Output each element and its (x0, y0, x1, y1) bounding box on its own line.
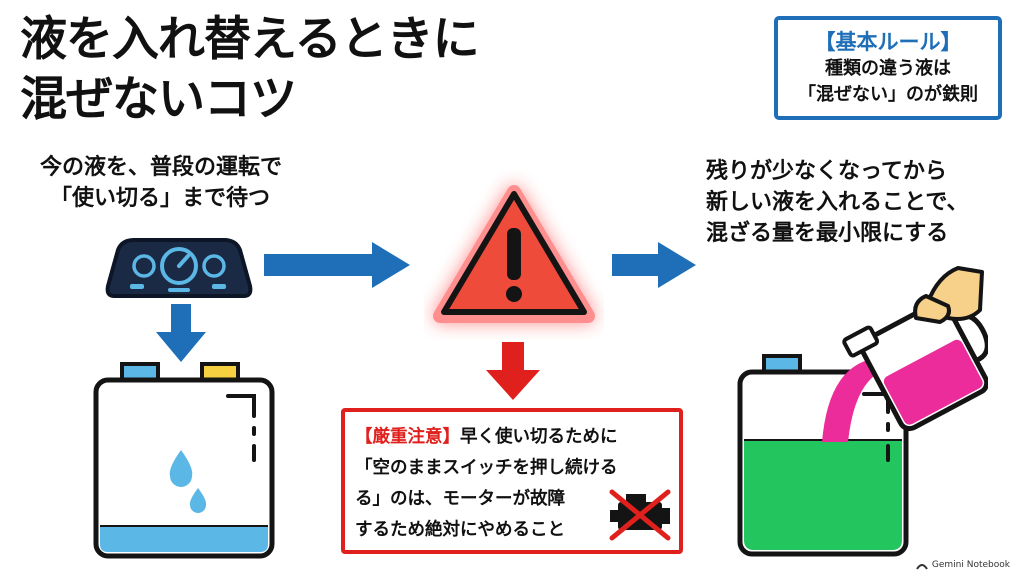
warning-label: 【厳重注意】 (355, 427, 460, 447)
water-drop-icon (189, 488, 207, 513)
arrow-right-icon (612, 242, 696, 288)
title-line-1: 液を入れ替えるときに (20, 12, 480, 67)
motor-crossed-icon (609, 489, 671, 541)
footer-brand-text: Gemini Notebook (931, 560, 1010, 570)
basic-rule-line-1: 種類の違う液は (825, 58, 951, 79)
basic-rule-line-2: 「混ぜない」のが鉄則 (798, 84, 978, 105)
warning-line-1: 早く使い切るために (460, 427, 618, 447)
arrow-down-icon (156, 304, 206, 362)
warning-line-4: するため絶対にやめること (355, 520, 565, 540)
basic-rule-heading: 【基本ルール】 (814, 30, 962, 54)
dashboard-gauge-icon (105, 238, 253, 298)
step1-line-1: 今の液を、普段の運転で (40, 155, 283, 180)
step3-line-2: 新しい液を入れることで、 (706, 190, 969, 215)
arrow-down-icon (486, 342, 540, 400)
step3-text: 残りが少なくなってから 新しい液を入れることで、 混ざる量を最小限にする (706, 156, 1006, 249)
warning-box: 【厳重注意】早く使い切るために 「空のままスイッチを押し続ける る」のは、モータ… (341, 408, 683, 554)
page-title: 液を入れ替えるときに 混ぜないコツ (20, 10, 620, 130)
water-drop-icon (169, 450, 193, 487)
basic-rule-box: 【基本ルール】 種類の違う液は 「混ぜない」のが鉄則 (774, 16, 1002, 120)
notebook-logo-icon (916, 563, 928, 570)
tank-icon (737, 354, 909, 557)
step3-line-3: 混ざる量を最小限にする (706, 221, 949, 246)
warning-line-2: 「空のままスイッチを押し続ける (355, 458, 618, 478)
step3-line-1: 残りが少なくなってから (706, 159, 947, 184)
footer-brand: Gemini Notebook (916, 560, 1010, 570)
warning-triangle-icon (433, 185, 595, 323)
step1-line-2: 「使い切る」まで待つ (50, 186, 271, 211)
pouring-jug-icon (822, 266, 988, 442)
warning-line-3: る」のは、モーターが故障 (355, 489, 565, 509)
step1-text: 今の液を、普段の運転で 「使い切る」まで待つ (40, 152, 340, 214)
arrow-right-icon (264, 242, 410, 288)
title-line-2: 混ぜないコツ (20, 72, 297, 127)
